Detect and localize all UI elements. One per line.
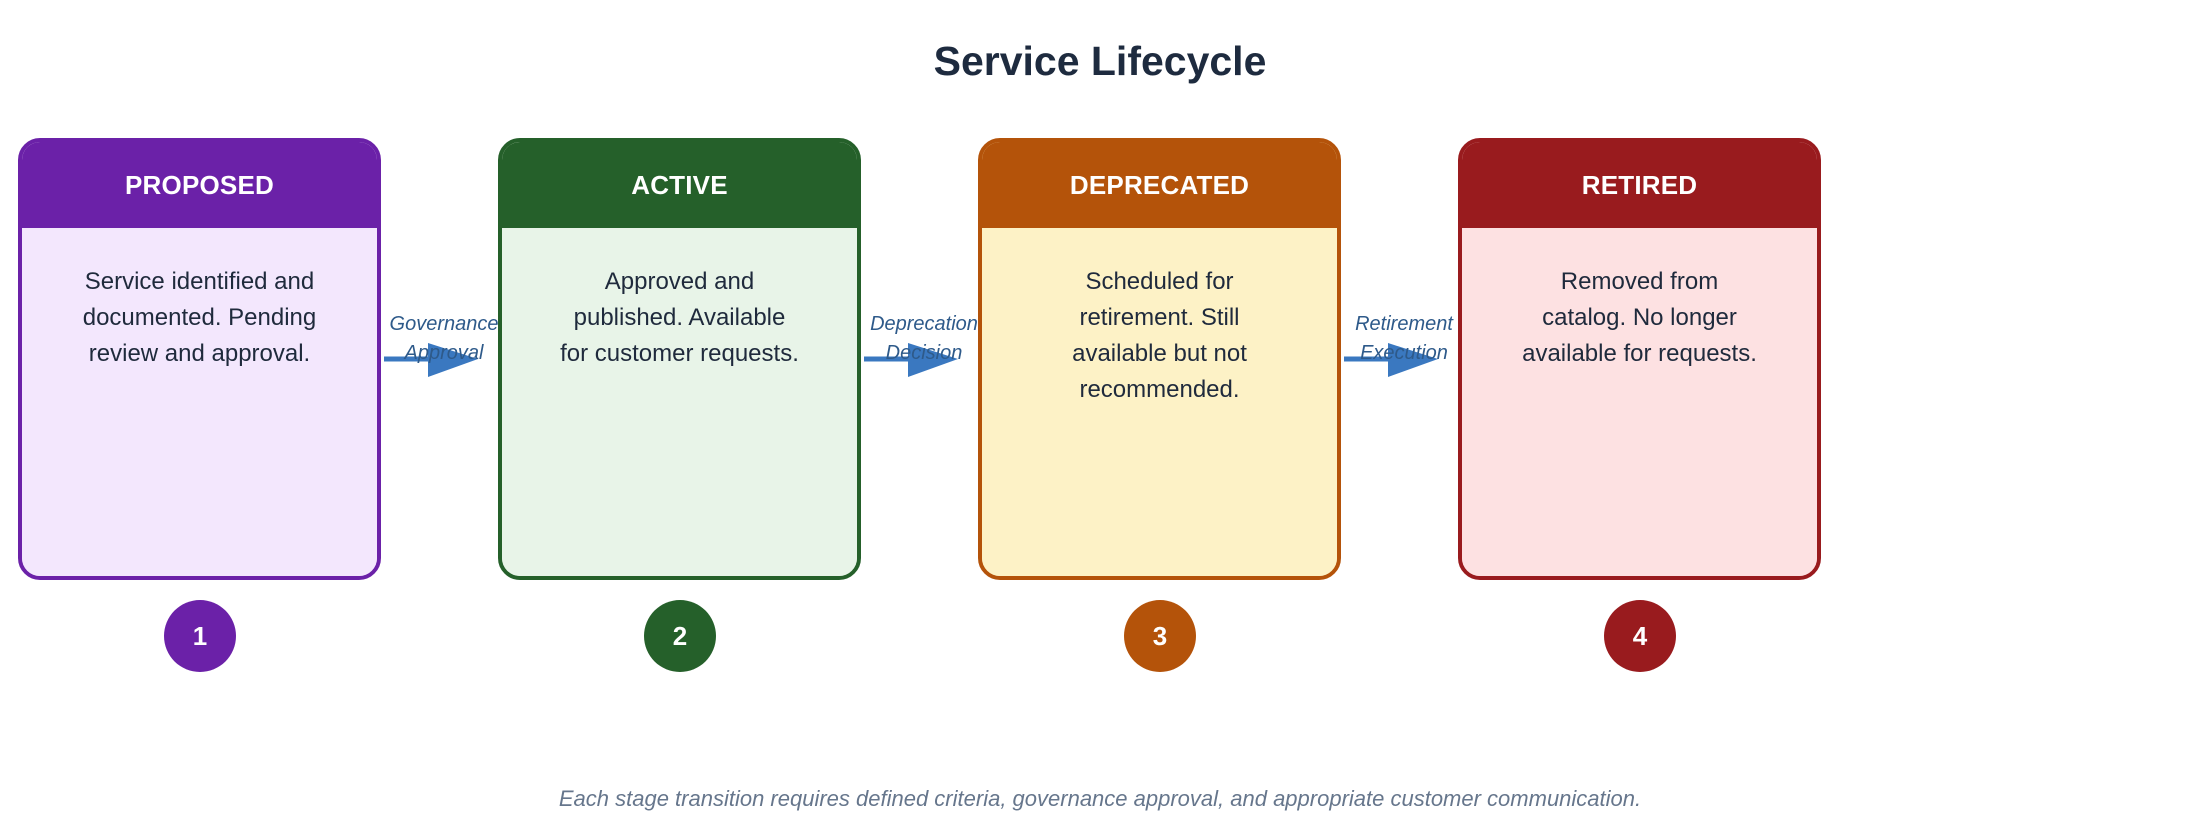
stage-body: Scheduled for retirement. Still availabl…: [982, 228, 1337, 576]
stage-number-badge: 1: [164, 600, 236, 672]
stage-body: Service identified and documented. Pendi…: [22, 228, 377, 576]
stage-number-badge: 2: [644, 600, 716, 672]
stage-header: DEPRECATED: [982, 142, 1337, 228]
transition-arrow-retirement-execution: Retirement Execution: [1344, 300, 1464, 390]
stage-number-badge: 3: [1124, 600, 1196, 672]
stage-header: ACTIVE: [502, 142, 857, 228]
transition-label: Deprecation Decision: [854, 310, 994, 368]
stage-body: Approved and published. Available for cu…: [502, 228, 857, 576]
transition-label-line2: Execution: [1360, 342, 1448, 364]
diagram-title: Service Lifecycle: [933, 38, 1267, 84]
stage-description: Approved and published. Available for cu…: [560, 268, 799, 367]
arrow-icon: [1344, 343, 1438, 377]
transition-label-line2: Decision: [885, 342, 963, 364]
stage-number-badge: 4: [1604, 600, 1676, 672]
transition-label: Retirement Execution: [1334, 310, 1474, 368]
stage-card-retired: RETIRED Removed from catalog. No longer …: [1458, 138, 1821, 580]
stage-description: Scheduled for retirement. Still availabl…: [1072, 268, 1247, 403]
stage-card-deprecated: DEPRECATED Scheduled for retirement. Sti…: [978, 138, 1341, 580]
stage-header: PROPOSED: [22, 142, 377, 228]
stage-card-active: ACTIVE Approved and published. Available…: [498, 138, 861, 580]
arrow-icon: [864, 343, 958, 377]
footer-note: Each stage transition requires defined c…: [558, 786, 1642, 811]
arrow-icon: [384, 343, 478, 377]
stage-body: Removed from catalog. No longer availabl…: [1462, 228, 1817, 576]
stage-header: RETIRED: [1462, 142, 1817, 228]
transition-arrow-deprecation-decision: Deprecation Decision: [864, 300, 984, 390]
stage-card-proposed: PROPOSED Service identified and document…: [18, 138, 381, 580]
transition-label-line1: Retirement: [1355, 313, 1453, 335]
transition-label-line1: Deprecation: [870, 313, 978, 335]
transition-label: Governance Approval: [374, 310, 514, 368]
stage-description: Service identified and documented. Pendi…: [82, 268, 317, 367]
transition-label-line1: Governance: [389, 313, 499, 335]
transition-label-line2: Approval: [404, 342, 484, 364]
stage-description: Removed from catalog. No longer availabl…: [1522, 268, 1757, 367]
transition-arrow-governance-approval: Governance Approval: [384, 300, 504, 390]
